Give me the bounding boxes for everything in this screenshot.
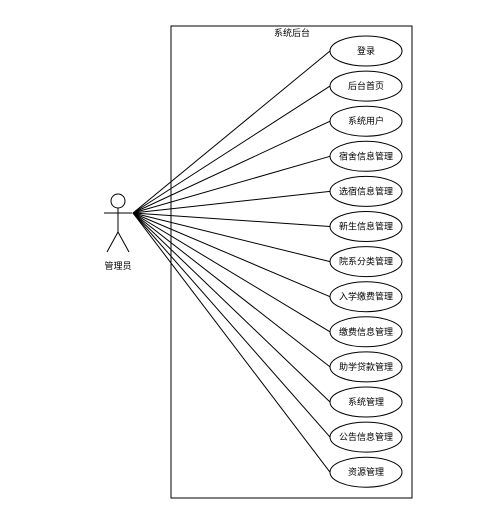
use-case-ellipse — [329, 105, 403, 137]
use-case-ellipse — [329, 421, 403, 453]
system-boundary — [170, 25, 413, 499]
use-case: 后台首页 — [329, 70, 403, 102]
actor: 管理员 — [104, 193, 132, 272]
use-case-label: 系统管理 — [348, 396, 384, 408]
use-case-label: 选宿信息管理 — [339, 185, 393, 197]
actor-right-leg — [117, 231, 130, 253]
use-case-label: 宿舍信息管理 — [339, 150, 393, 162]
association-line — [132, 120, 331, 214]
use-case: 新生信息管理 — [329, 211, 403, 242]
use-case-label: 入学缴费管理 — [339, 291, 393, 303]
association-line — [132, 190, 331, 214]
association-line — [132, 212, 331, 438]
use-case-label: 缴费信息管理 — [339, 326, 393, 338]
association-line — [132, 155, 331, 214]
association-line — [132, 212, 331, 403]
use-case-label: 登录 — [357, 46, 375, 57]
system-title: 系统后台 — [274, 27, 310, 39]
use-case-ellipse — [329, 175, 403, 207]
use-case-label: 院系分类管理 — [339, 256, 393, 268]
use-case: 资源管理 — [329, 456, 403, 488]
association-line — [132, 212, 331, 473]
use-case: 系统管理 — [329, 386, 403, 418]
actor-left-leg — [106, 231, 119, 253]
use-case-ellipse — [329, 386, 403, 418]
actor-head — [110, 193, 126, 209]
use-case-ellipse — [329, 211, 403, 242]
use-case: 缴费信息管理 — [329, 316, 403, 348]
association-line — [132, 212, 331, 263]
use-case-label: 助学贷款管理 — [339, 361, 393, 373]
use-case-label: 新生信息管理 — [339, 221, 393, 233]
association-lines — [132, 50, 331, 473]
use-case-ellipse — [329, 35, 403, 67]
use-case-ellipse — [329, 140, 403, 172]
association-line — [132, 212, 331, 333]
use-case: 院系分类管理 — [329, 246, 403, 278]
use-case: 助学贷款管理 — [329, 351, 403, 383]
use-case-ellipse — [329, 351, 403, 383]
use-case-ellipse — [329, 246, 403, 278]
use-case-ellipse — [329, 281, 403, 313]
use-case: 公告信息管理 — [329, 421, 403, 453]
use-case-label: 后台首页 — [348, 80, 384, 92]
use-case: 选宿信息管理 — [329, 175, 403, 207]
actor-label: 管理员 — [104, 260, 131, 272]
association-line — [132, 50, 331, 214]
association-line — [132, 212, 331, 227]
use-case-label: 系统用户 — [348, 115, 384, 127]
use-case-label: 资源管理 — [348, 466, 384, 478]
use-case-ellipse — [329, 456, 403, 488]
use-case: 入学缴费管理 — [329, 281, 403, 313]
association-line — [132, 212, 331, 368]
use-case: 宿舍信息管理 — [329, 140, 403, 172]
use-case-ellipse — [329, 316, 403, 348]
use-case-label: 公告信息管理 — [339, 431, 393, 443]
use-case-ellipse — [329, 70, 403, 102]
association-line — [132, 212, 331, 298]
use-case: 系统用户 — [329, 105, 403, 137]
use-case: 登录 — [329, 35, 403, 67]
association-line — [132, 85, 331, 214]
use-cases: 登录后台首页系统用户宿舍信息管理选宿信息管理新生信息管理院系分类管理入学缴费管理… — [329, 35, 403, 488]
